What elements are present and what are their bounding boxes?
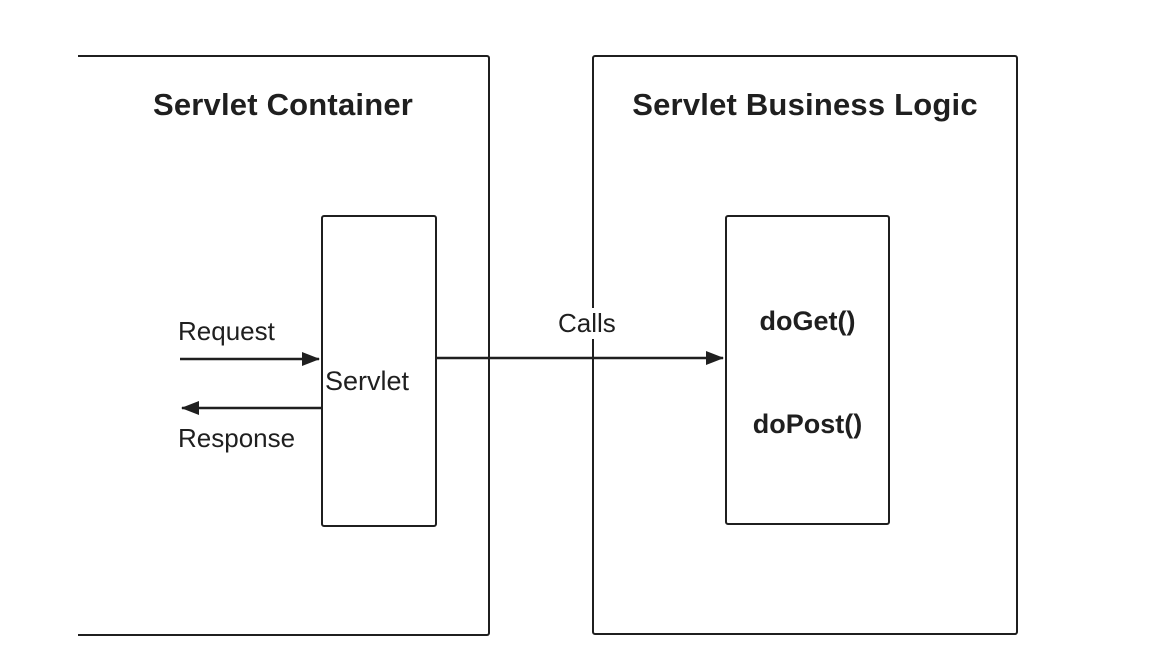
request-arrow-label: Request	[178, 316, 275, 346]
dopost-method-label: doPost()	[752, 409, 863, 439]
methods-node-box	[725, 215, 890, 525]
servlet-node-box	[321, 215, 437, 527]
servlet-container-title: Servlet Container	[152, 87, 414, 122]
calls-arrow-label: Calls	[554, 308, 620, 339]
doget-method-label: doGet()	[759, 306, 856, 336]
business-logic-title: Servlet Business Logic	[632, 87, 978, 122]
response-arrow-label: Response	[178, 423, 296, 453]
servlet-node-label: Servlet	[325, 366, 410, 396]
